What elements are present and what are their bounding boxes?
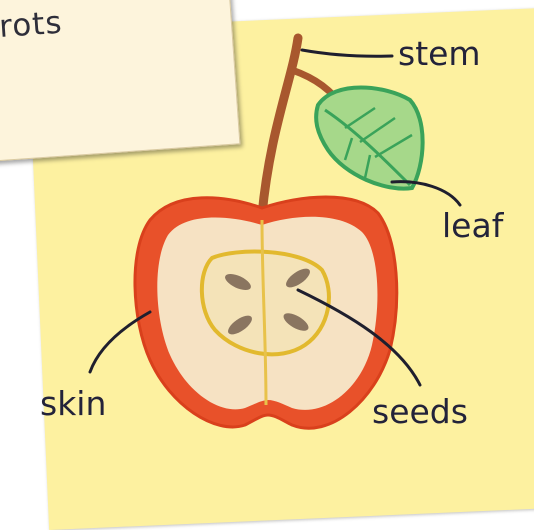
label-leaf: leaf bbox=[442, 206, 503, 245]
label-skin: skin bbox=[40, 384, 106, 423]
worksheet-scene: arrots stem leaf skin seeds bbox=[0, 0, 534, 460]
label-seeds: seeds bbox=[372, 392, 468, 431]
stem-drawing bbox=[262, 38, 298, 215]
note-text: arrots bbox=[0, 5, 64, 48]
stem-leader-line bbox=[302, 50, 392, 56]
label-stem: stem bbox=[398, 34, 481, 73]
